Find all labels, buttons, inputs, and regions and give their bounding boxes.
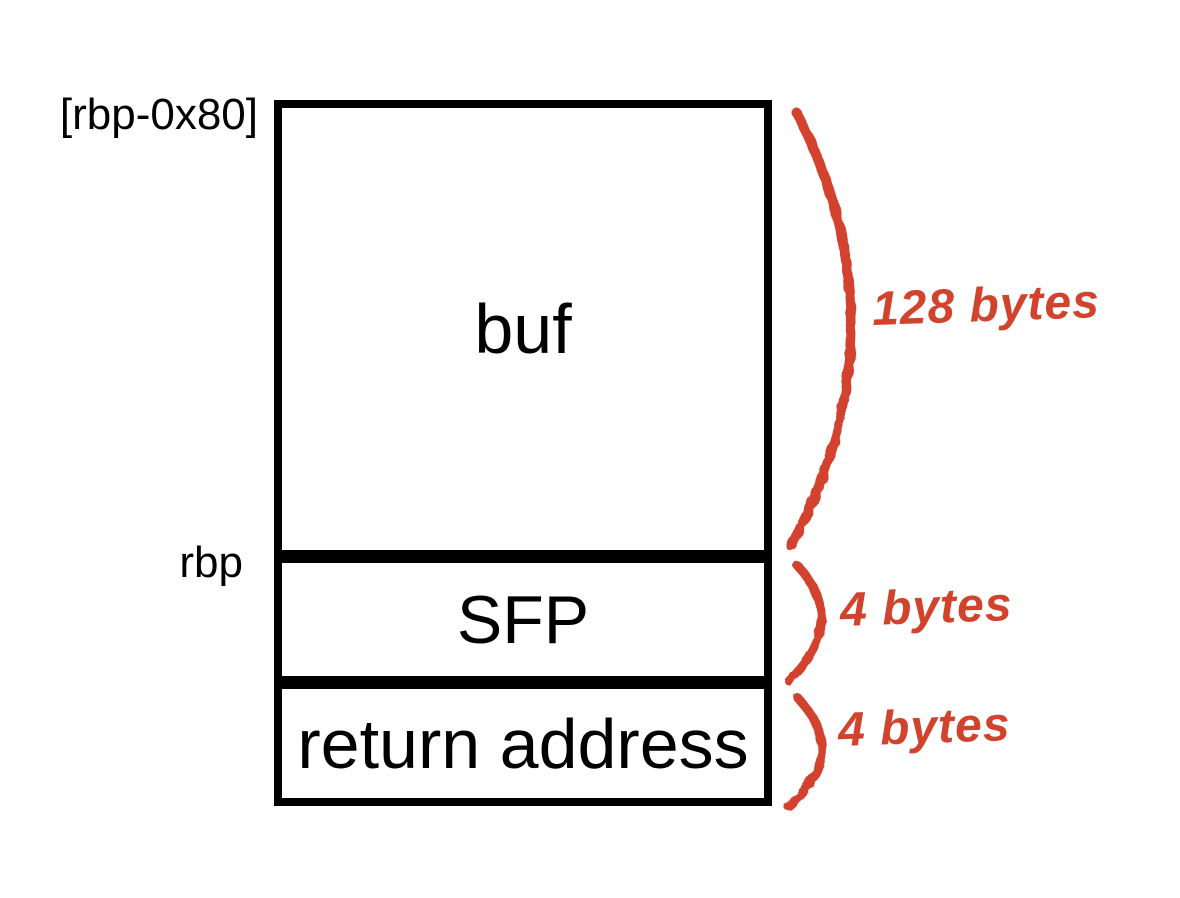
buf-size-annotation: 128 bytes	[871, 275, 1101, 336]
sfp-return-divider	[282, 676, 764, 689]
sfp-cell-label: SFP	[456, 581, 590, 658]
sfp-cell: SFP	[282, 563, 764, 676]
rbp-label: rbp	[179, 538, 243, 587]
return-size-brace	[783, 692, 827, 811]
return-size-annotation: 4 bytes	[837, 698, 1012, 757]
rbp-divider	[282, 550, 764, 563]
stack-box: buf SFP return address	[274, 100, 772, 806]
rbp-offset-label: [rbp-0x80]	[59, 90, 258, 139]
buf-cell-label: buf	[474, 290, 572, 368]
sfp-size-annotation: 4 bytes	[839, 578, 1014, 637]
return-address-cell-label: return address	[297, 704, 749, 783]
return-address-cell: return address	[282, 689, 764, 798]
sfp-size-brace	[784, 561, 826, 686]
buf-cell: buf	[282, 108, 764, 550]
buf-size-brace	[786, 108, 856, 551]
